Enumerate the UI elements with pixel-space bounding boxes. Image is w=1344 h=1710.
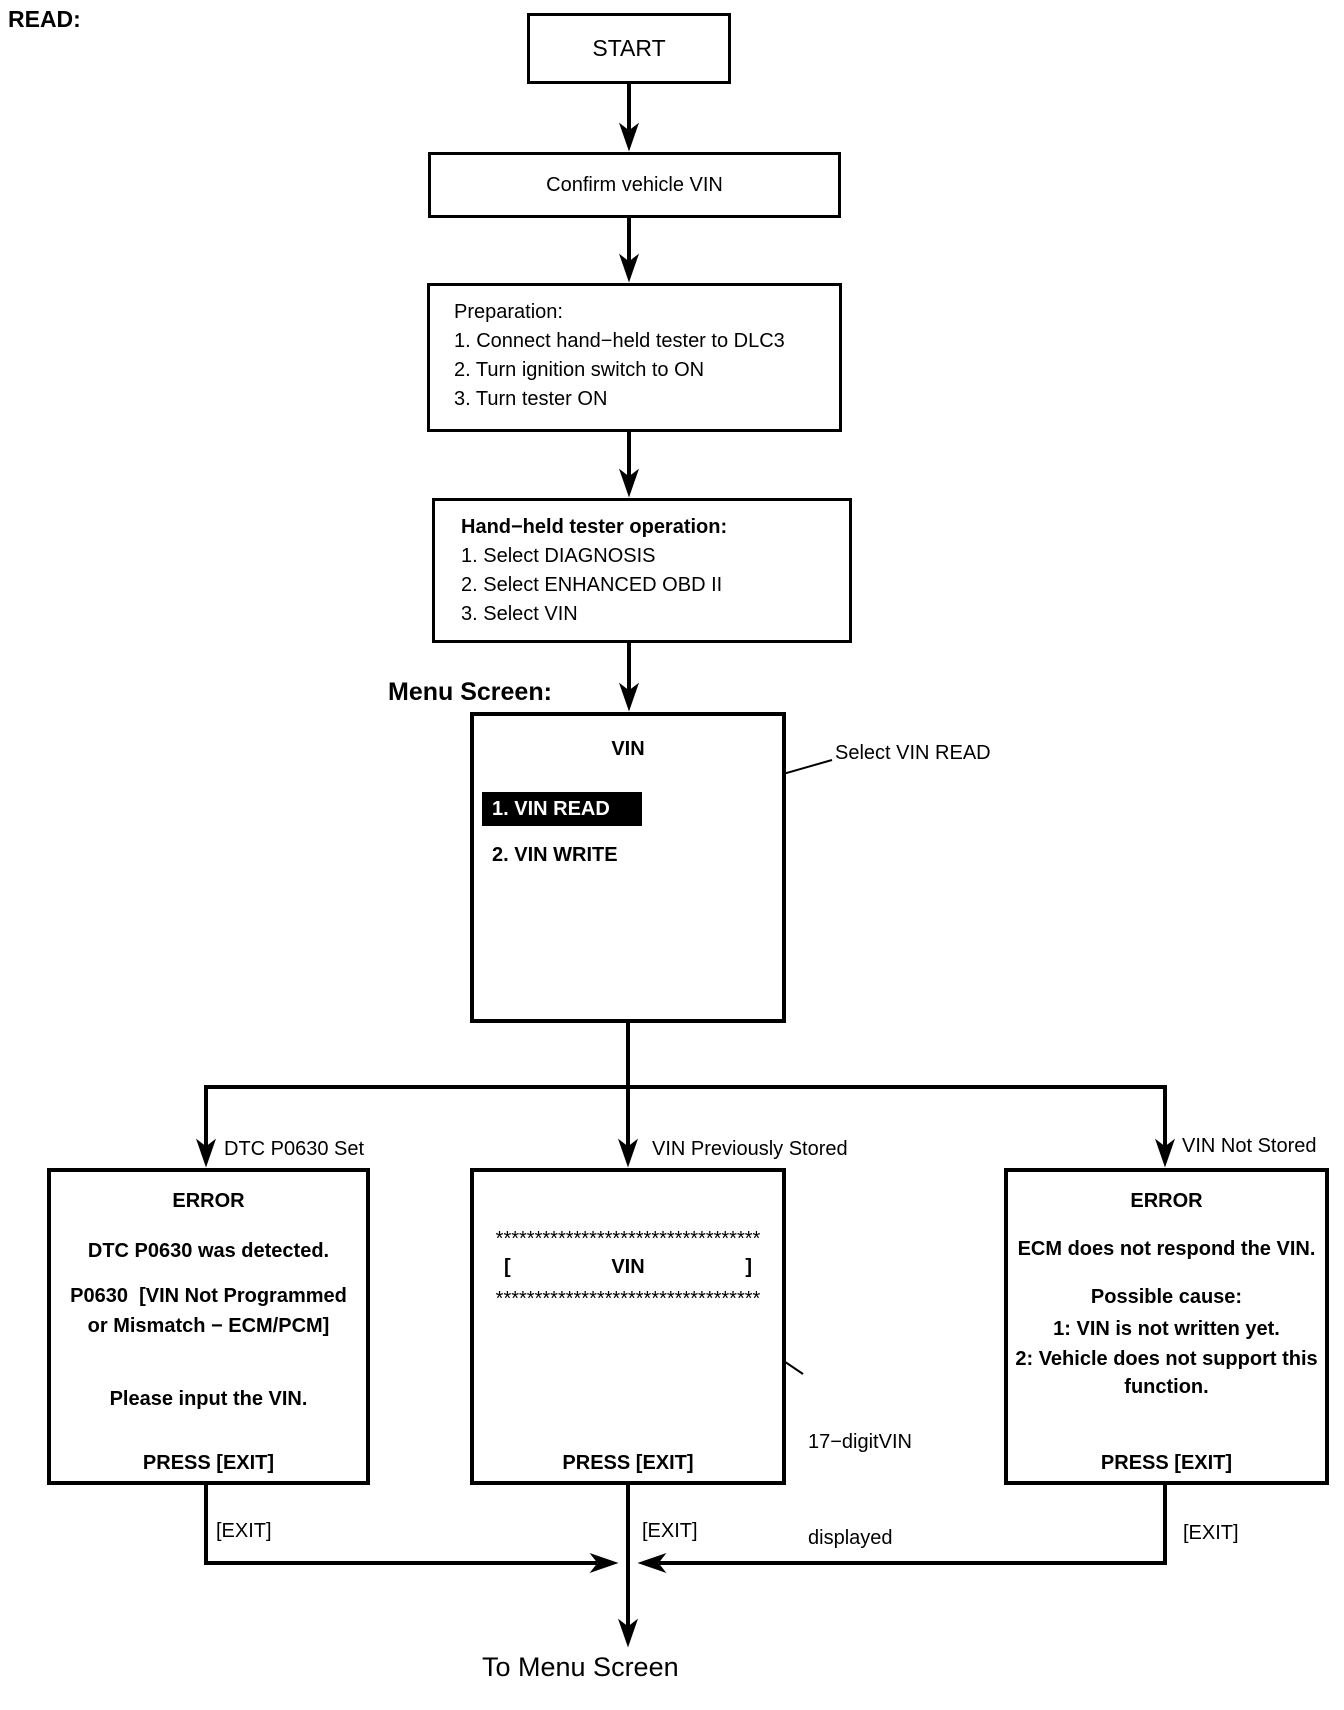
tester-operation-title: Hand−held tester operation:: [461, 516, 728, 538]
stars-row-bottom: **********************************: [495, 1288, 761, 1310]
arrow-branch-middle: [617, 1087, 639, 1168]
menu-screen-label: Menu Screen:: [388, 678, 552, 706]
stars-row-top: **********************************: [495, 1228, 761, 1250]
press-exit-line: PRESS [EXIT]: [1100, 1452, 1233, 1474]
vin-digits-callout: 17−digitVIN displayed: [808, 1362, 912, 1618]
menu-item-vin-write: 2. VIN WRITE: [492, 844, 618, 866]
preparation-step: 3. Turn tester ON: [454, 388, 608, 410]
branch-label-vin-not-stored: VIN Not Stored: [1182, 1135, 1317, 1157]
dtc-detected-line: DTC P0630 was detected.: [87, 1240, 330, 1262]
error-title: ERROR: [172, 1190, 245, 1212]
menu-item-vin-read-selected: 1. VIN READ: [482, 792, 642, 826]
arrow-branch-right: [1154, 1087, 1176, 1168]
preparation-step: 2. Turn ignition switch to ON: [454, 359, 705, 381]
vin-value-label: VIN: [611, 1256, 645, 1278]
dtc-description-line1: P0630 [VIN Not Programmed: [70, 1285, 347, 1307]
cause-2-line2: function.: [1124, 1376, 1209, 1398]
preparation-title: Preparation:: [454, 301, 563, 323]
exit-label-middle: [EXIT]: [642, 1520, 698, 1542]
arrow-tester-to-menu: [618, 643, 640, 712]
input-vin-line: Please input the VIN.: [109, 1388, 308, 1410]
tester-operation-node: Hand−held tester operation: 1. Select DI…: [432, 498, 852, 643]
branch-label-vin-stored: VIN Previously Stored: [652, 1138, 848, 1160]
arrow-exit-middle-to-menu: [617, 1485, 639, 1648]
possible-cause-title: Possible cause:: [1090, 1286, 1243, 1308]
bracket-open: [: [504, 1256, 511, 1278]
vin-digits-callout-line1: 17−digitVIN: [808, 1431, 912, 1453]
cause-1-line: 1: VIN is not written yet.: [1053, 1318, 1280, 1340]
vin-display-node: ********************************** [ VIN…: [470, 1168, 786, 1485]
error-title: ERROR: [1130, 1190, 1203, 1212]
menu-item-vin-read-label: 1. VIN READ: [492, 797, 610, 820]
arrow-branch-left: [195, 1087, 217, 1168]
press-exit-line: PRESS [EXIT]: [142, 1452, 275, 1474]
preparation-step: 1. Connect hand−held tester to DLC3: [454, 330, 785, 352]
start-label: START: [592, 35, 666, 61]
arrow-start-to-confirm: [618, 84, 640, 152]
error-dtc-p0630-node: ERROR DTC P0630 was detected. P0630 [VIN…: [47, 1168, 370, 1485]
arrow-confirm-to-preparation: [618, 218, 640, 283]
menu-screen-node: VIN 1. VIN READ 2. VIN WRITE: [470, 712, 786, 1023]
exit-label-left: [EXIT]: [216, 1520, 272, 1542]
confirm-vin-node: Confirm vehicle VIN: [428, 152, 841, 218]
confirm-vin-label: Confirm vehicle VIN: [546, 173, 723, 196]
menu-title: VIN: [611, 738, 645, 760]
press-exit-line: PRESS [EXIT]: [562, 1452, 694, 1474]
cause-2-line1: 2: Vehicle does not support this: [1015, 1348, 1318, 1370]
preparation-node: Preparation: 1. Connect hand−held tester…: [427, 283, 842, 432]
arrow-preparation-to-tester: [618, 432, 640, 498]
tester-operation-step: 3. Select VIN: [461, 603, 578, 625]
to-menu-screen-label: To Menu Screen: [482, 1652, 679, 1682]
exit-label-right: [EXIT]: [1183, 1522, 1239, 1544]
vin-digits-callout-line2: displayed: [808, 1527, 893, 1549]
select-vin-read-callout: Select VIN READ: [835, 742, 991, 764]
vin-bracket-row: [ VIN ]: [504, 1256, 752, 1286]
read-section-label: READ:: [8, 6, 81, 32]
branch-label-dtc-set: DTC P0630 Set: [224, 1138, 365, 1160]
tester-operation-step: 1. Select DIAGNOSIS: [461, 545, 656, 567]
dtc-description-line2: or Mismatch − ECM/PCM]: [87, 1315, 330, 1337]
ecm-no-respond-line: ECM does not respond the VIN.: [1017, 1238, 1316, 1260]
start-node: START: [527, 13, 731, 84]
error-ecm-node: ERROR ECM does not respond the VIN. Poss…: [1004, 1168, 1329, 1485]
bracket-close: ]: [745, 1256, 752, 1278]
tester-operation-step: 2. Select ENHANCED OBD II: [461, 574, 723, 596]
